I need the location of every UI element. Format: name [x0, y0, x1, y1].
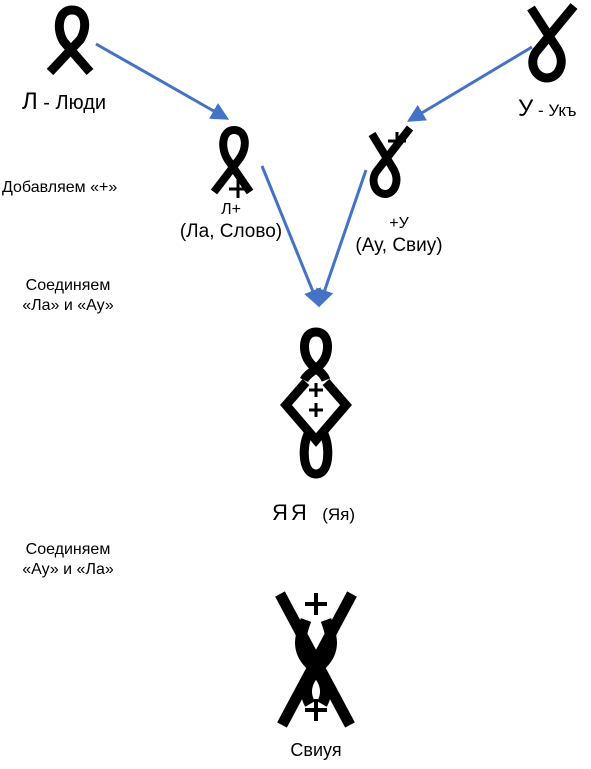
sviuya-label: Свиуя — [290, 740, 342, 760]
arrow-lplus-to-yaya — [260, 165, 321, 308]
sviuya-knot-icon — [275, 591, 357, 728]
plus-u-line1: +У — [389, 215, 409, 232]
arrows — [95, 42, 533, 308]
arrow-l-to-lplus — [95, 42, 230, 120]
step-add-plus: Добавляем «+» — [2, 179, 118, 196]
yaya-knot-icon — [280, 327, 352, 479]
l-lyudi-label: Л - Люди — [22, 88, 106, 116]
plus-u-line2: (Ау, Свиу) — [355, 235, 443, 256]
yaya-label: ЯЯ (Яя) — [272, 500, 355, 526]
l-plus-ribbon-icon — [210, 126, 254, 198]
step-join-la-au-line1: Соединяем — [25, 277, 111, 294]
plus-u-ribbon-icon — [368, 125, 414, 199]
arrow-plusu-to-yaya — [316, 169, 368, 308]
l-ribbon-icon — [46, 5, 94, 76]
step-join-la-au: Соединяем «Ла» и «Ау» — [8, 276, 128, 316]
step-join-au-la-line1: Соединяем — [25, 541, 111, 558]
plus-u-label: +У (Ау, Свиу) — [340, 214, 458, 258]
l-plus-line1: Л+ — [221, 201, 241, 218]
step-join-la-au-line2: «Ла» и «Ау» — [22, 297, 114, 314]
u-name: - Укъ — [533, 101, 577, 120]
step-join-au-la-line2: «Ау» и «Ла» — [22, 561, 114, 578]
yaya-sub: (Яя) — [322, 505, 356, 524]
arrow-u-to-plusu — [406, 45, 533, 122]
u-letter: У — [518, 95, 534, 122]
step-join-au-la: Соединяем «Ау» и «Ла» — [8, 540, 128, 580]
u-uk-label: У - Укъ — [518, 95, 576, 123]
yaya-main: ЯЯ — [272, 500, 310, 525]
l-plus-label: Л+ (Ла, Слово) — [166, 200, 296, 244]
l-letter: Л — [22, 88, 38, 115]
u-ribbon-icon — [527, 3, 578, 83]
l-plus-line2: (Ла, Слово) — [179, 221, 283, 242]
l-name: - Люди — [37, 92, 107, 114]
